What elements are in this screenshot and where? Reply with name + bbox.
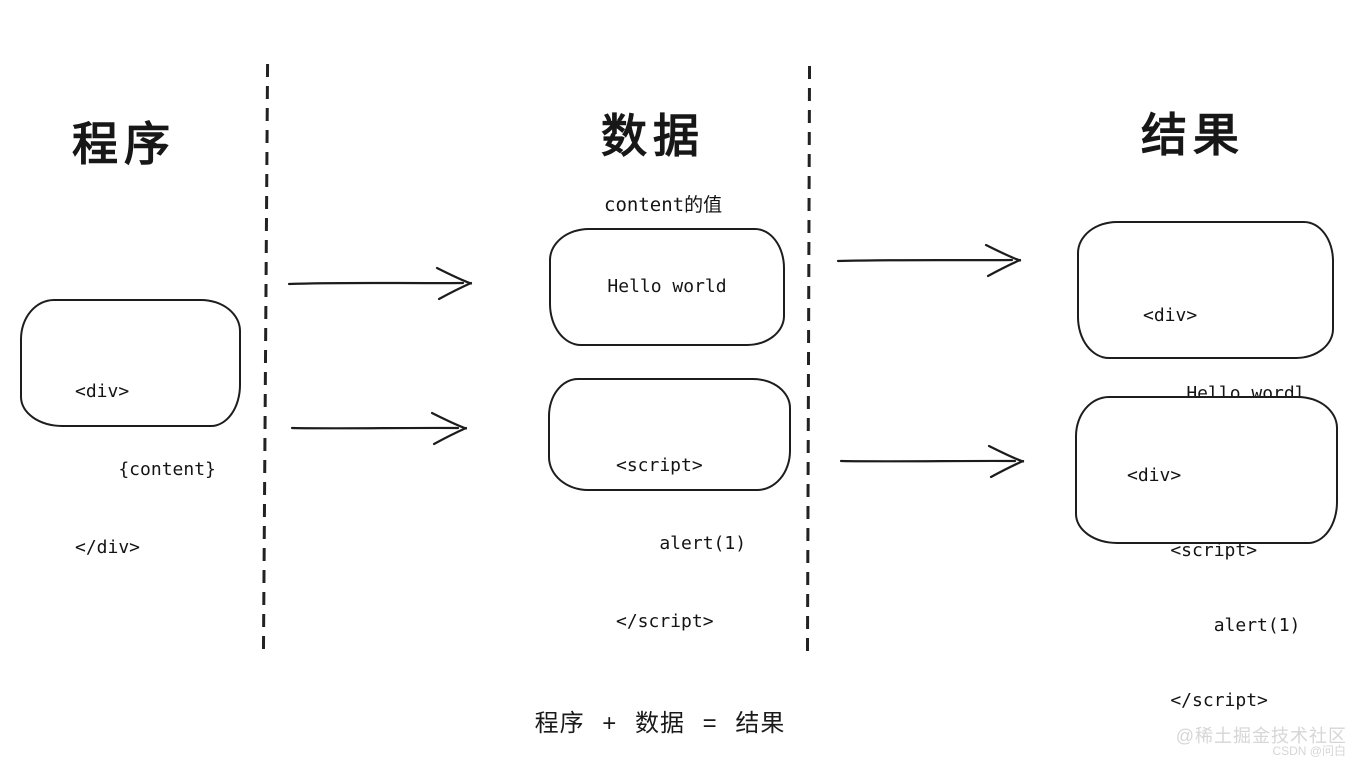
watermark-csdn: CSDN @问白 (1272, 744, 1346, 758)
code-line: </div> (75, 537, 141, 558)
column-title-data: 数据 (601, 110, 705, 162)
content-value-label: content的值 (604, 194, 723, 216)
code-line: <div> (1127, 465, 1182, 486)
code-line: <div> (1143, 305, 1198, 326)
code-line: {content} (75, 459, 216, 480)
arrow-program-to-script-icon (290, 411, 468, 446)
data-value-box: Hello world (549, 228, 785, 346)
code-line: alert(1) (1127, 615, 1301, 636)
arrow-program-to-value-icon (287, 266, 473, 301)
result-plain-box: <div> Hello wordl </div> (1077, 221, 1334, 482)
arrow-script-to-result-icon (839, 444, 1025, 479)
code-line: alert(1) (616, 533, 747, 554)
column-divider-left (261, 63, 270, 657)
watermark-juejin: @稀土掘金技术社区 (1175, 726, 1347, 746)
formula-text: 程序 + 数据 = 结果 (534, 710, 786, 737)
result-xss-box: <div> <script> alert(1) </script> </div> (1075, 396, 1338, 711)
code-line: <script> (1127, 540, 1258, 561)
program-code-box: <div> {content} </div> (20, 299, 241, 558)
code-line: <script> (616, 455, 703, 476)
code-line: Hello world (607, 276, 727, 297)
code-line: <div> (75, 381, 130, 402)
column-title-program: 程序 (72, 118, 176, 170)
code-line: </script> (1127, 690, 1268, 711)
data-script-box: <script> alert(1) </script> (548, 378, 791, 632)
code-line: </script> (616, 611, 714, 632)
arrow-value-to-result-icon (836, 243, 1022, 278)
column-divider-right (805, 65, 812, 657)
column-title-result: 结果 (1141, 109, 1245, 161)
